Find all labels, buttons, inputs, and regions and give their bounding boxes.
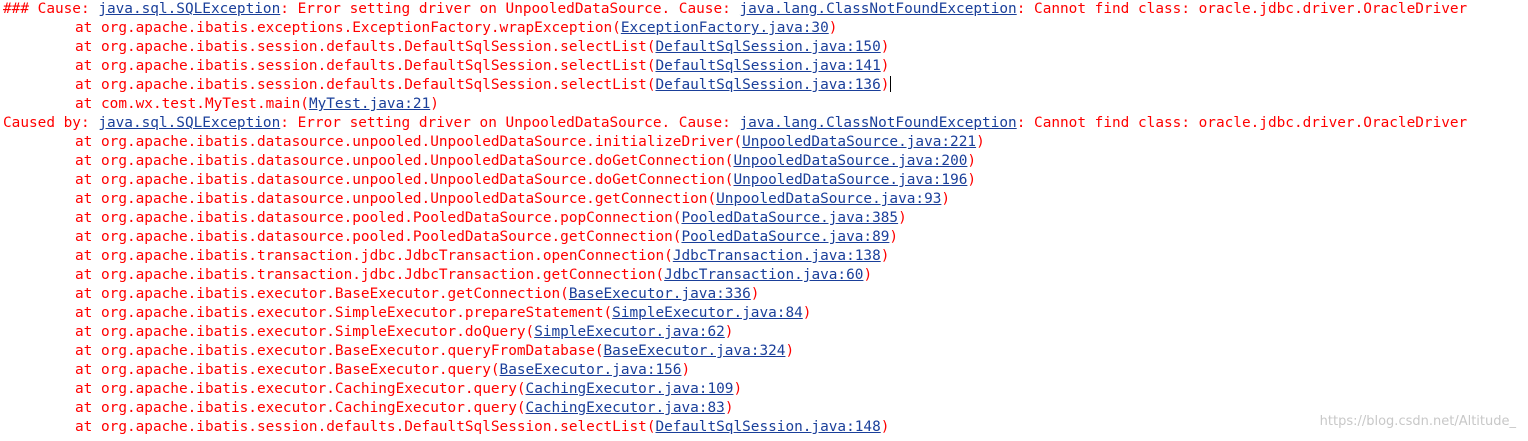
trace-text: at org.apache.ibatis.datasource.unpooled… — [75, 153, 734, 169]
source-link[interactable]: UnpooledDataSource.java:196 — [733, 172, 968, 188]
trace-text: ) — [750, 286, 760, 302]
stack-frame-line: at org.apache.ibatis.session.defaults.De… — [3, 38, 1528, 57]
stack-frame-line: at org.apache.ibatis.datasource.pooled.P… — [3, 228, 1528, 247]
stack-frame-line: at org.apache.ibatis.datasource.unpooled… — [3, 152, 1528, 171]
trace-text: at org.apache.ibatis.datasource.unpooled… — [75, 134, 743, 150]
trace-text: : Error setting driver on UnpooledDataSo… — [280, 1, 740, 17]
source-link[interactable]: java.lang.ClassNotFoundException — [739, 115, 1017, 131]
trace-text: at org.apache.ibatis.executor.SimpleExec… — [75, 305, 613, 321]
trace-text: at com.wx.test.MyTest.main( — [75, 96, 309, 112]
watermark: https://blog.csdn.net/Altitude_ — [1319, 414, 1516, 429]
trace-text: ) — [430, 96, 439, 112]
source-link[interactable]: BaseExecutor.java:336 — [568, 286, 751, 302]
exception-header-line: Caused by: java.sql.SQLException: Error … — [3, 114, 1528, 133]
trace-text: at org.apache.ibatis.executor.BaseExecut… — [75, 362, 500, 378]
trace-text: at org.apache.ibatis.executor.CachingExe… — [75, 381, 526, 397]
text-cursor — [890, 76, 892, 92]
trace-text: ) — [967, 153, 977, 169]
trace-text: Caused by: — [3, 115, 99, 131]
trace-text: ) — [967, 172, 977, 188]
trace-text: at org.apache.ibatis.executor.SimpleExec… — [75, 324, 535, 340]
source-link[interactable]: PooledDataSource.java:385 — [681, 210, 899, 226]
trace-text: at org.apache.ibatis.datasource.pooled.P… — [75, 210, 682, 226]
trace-text: at org.apache.ibatis.executor.BaseExecut… — [75, 286, 569, 302]
trace-text: ) — [880, 39, 890, 55]
stack-frame-line: at org.apache.ibatis.transaction.jdbc.Jd… — [3, 266, 1528, 285]
stack-frame-line: at org.apache.ibatis.executor.SimpleExec… — [3, 323, 1528, 342]
source-link[interactable]: java.sql.SQLException — [98, 1, 281, 17]
trace-text: at org.apache.ibatis.session.defaults.De… — [75, 58, 656, 74]
trace-text: at org.apache.ibatis.transaction.jdbc.Jd… — [75, 248, 673, 264]
trace-text: ) — [828, 20, 838, 36]
source-link[interactable]: DefaultSqlSession.java:150 — [655, 39, 881, 55]
source-link[interactable]: MyTest.java:21 — [308, 96, 431, 112]
stack-frame-line: at org.apache.ibatis.executor.SimpleExec… — [3, 304, 1528, 323]
source-link[interactable]: CachingExecutor.java:83 — [525, 400, 725, 416]
trace-text: ### Cause: — [3, 1, 99, 17]
source-link[interactable]: java.sql.SQLException — [98, 115, 281, 131]
trace-text: ) — [785, 343, 795, 359]
trace-text: at org.apache.ibatis.datasource.unpooled… — [75, 172, 734, 188]
source-link[interactable]: PooledDataSource.java:89 — [681, 229, 890, 245]
stack-frame-line: at org.apache.ibatis.exceptions.Exceptio… — [3, 19, 1528, 38]
trace-text: at org.apache.ibatis.session.defaults.De… — [75, 77, 656, 93]
trace-text: ) — [880, 248, 890, 264]
trace-text: ) — [681, 362, 691, 378]
stack-frame-line: at org.apache.ibatis.executor.CachingExe… — [3, 380, 1528, 399]
source-link[interactable]: UnpooledDataSource.java:221 — [742, 134, 977, 150]
source-link[interactable]: SimpleExecutor.java:84 — [612, 305, 803, 321]
source-link[interactable]: BaseExecutor.java:156 — [499, 362, 682, 378]
stack-frame-line: at org.apache.ibatis.executor.BaseExecut… — [3, 342, 1528, 361]
console-output[interactable]: ### Cause: java.sql.SQLException: Error … — [3, 0, 1528, 437]
exception-header-line: ### Cause: java.sql.SQLException: Error … — [3, 0, 1528, 19]
source-link[interactable]: DefaultSqlSession.java:141 — [655, 58, 881, 74]
stack-frame-line: at org.apache.ibatis.session.defaults.De… — [3, 418, 1528, 437]
stack-frame-line: at org.apache.ibatis.executor.CachingExe… — [3, 399, 1528, 418]
trace-text: ) — [889, 229, 899, 245]
trace-text: : Cannot find class: oracle.jdbc.driver.… — [1016, 115, 1468, 131]
source-link[interactable]: ExceptionFactory.java:30 — [620, 20, 829, 36]
source-link[interactable]: SimpleExecutor.java:62 — [534, 324, 725, 340]
trace-text: : Error setting driver on UnpooledDataSo… — [280, 115, 740, 131]
stack-frame-line: at org.apache.ibatis.executor.BaseExecut… — [3, 361, 1528, 380]
source-link[interactable]: java.lang.ClassNotFoundException — [739, 1, 1017, 17]
trace-text: at org.apache.ibatis.datasource.unpooled… — [75, 191, 717, 207]
stack-frame-line: at org.apache.ibatis.executor.BaseExecut… — [3, 285, 1528, 304]
source-link[interactable]: BaseExecutor.java:324 — [603, 343, 786, 359]
stack-frame-line: at org.apache.ibatis.datasource.unpooled… — [3, 171, 1528, 190]
trace-text: : Cannot find class: oracle.jdbc.driver.… — [1016, 1, 1468, 17]
stack-frame-line: at org.apache.ibatis.session.defaults.De… — [3, 76, 1528, 95]
source-link[interactable]: UnpooledDataSource.java:93 — [716, 191, 942, 207]
trace-text: at org.apache.ibatis.session.defaults.De… — [75, 419, 656, 435]
trace-text: at org.apache.ibatis.transaction.jdbc.Jd… — [75, 267, 665, 283]
source-link[interactable]: UnpooledDataSource.java:200 — [733, 153, 968, 169]
stack-frame-line: at org.apache.ibatis.datasource.unpooled… — [3, 190, 1528, 209]
trace-text: ) — [802, 305, 812, 321]
trace-text: ) — [724, 400, 734, 416]
source-link[interactable]: JdbcTransaction.java:138 — [672, 248, 881, 264]
stack-frame-line: at org.apache.ibatis.datasource.pooled.P… — [3, 209, 1528, 228]
trace-text: ) — [724, 324, 734, 340]
trace-text: at org.apache.ibatis.exceptions.Exceptio… — [75, 20, 621, 36]
trace-text: ) — [976, 134, 985, 150]
source-link[interactable]: DefaultSqlSession.java:136 — [655, 77, 881, 93]
trace-text: ) — [880, 77, 890, 93]
trace-text: at org.apache.ibatis.executor.BaseExecut… — [75, 343, 604, 359]
trace-text: ) — [880, 419, 890, 435]
stack-frame-line: at org.apache.ibatis.datasource.unpooled… — [3, 133, 1528, 152]
trace-text: ) — [941, 191, 951, 207]
trace-text: at org.apache.ibatis.datasource.pooled.P… — [75, 229, 682, 245]
stack-frame-line: at org.apache.ibatis.transaction.jdbc.Jd… — [3, 247, 1528, 266]
trace-text: ) — [733, 381, 743, 397]
source-link[interactable]: DefaultSqlSession.java:148 — [655, 419, 881, 435]
source-link[interactable]: CachingExecutor.java:109 — [525, 381, 734, 397]
trace-text: ) — [863, 267, 873, 283]
stack-frame-line: at org.apache.ibatis.session.defaults.De… — [3, 57, 1528, 76]
stack-frame-line: at com.wx.test.MyTest.main(MyTest.java:2… — [3, 95, 1528, 114]
source-link[interactable]: JdbcTransaction.java:60 — [664, 267, 864, 283]
trace-text: ) — [898, 210, 907, 226]
trace-text: ) — [880, 58, 890, 74]
trace-text: at org.apache.ibatis.session.defaults.De… — [75, 39, 656, 55]
trace-text: at org.apache.ibatis.executor.CachingExe… — [75, 400, 526, 416]
